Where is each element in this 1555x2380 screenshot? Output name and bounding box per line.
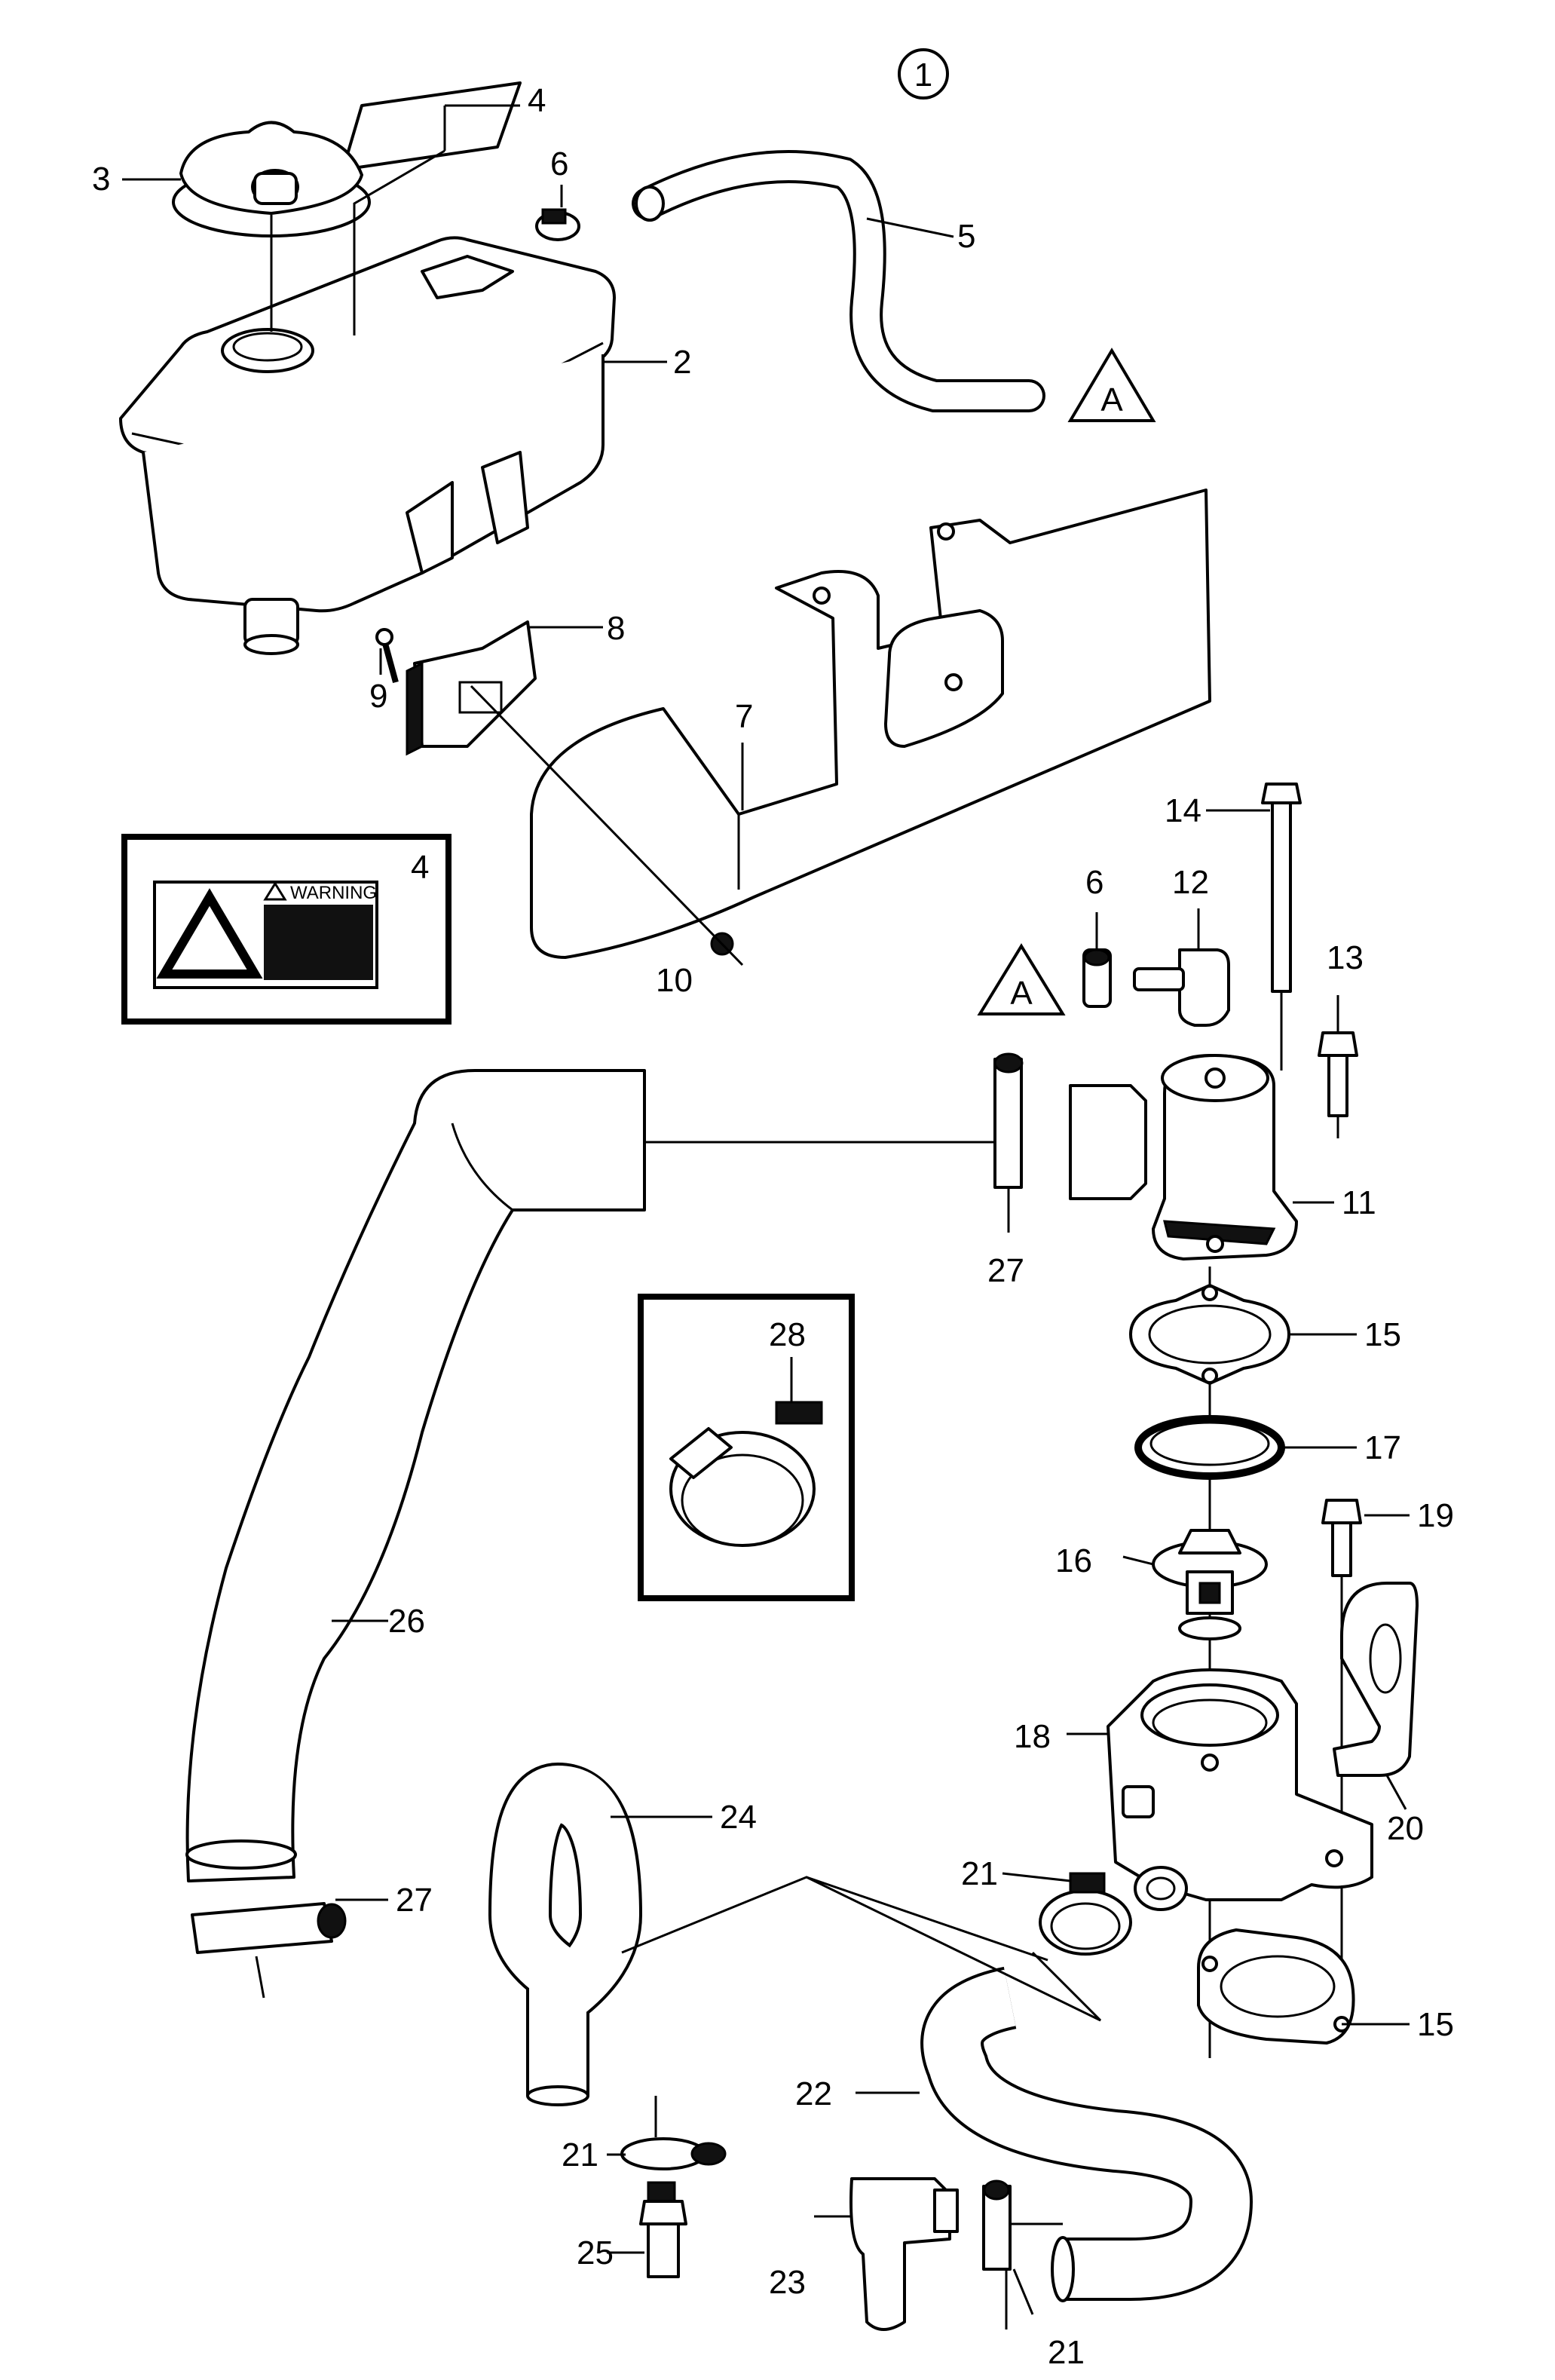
callout-27-mid: 27 (987, 1252, 1024, 1289)
callout-20: 20 (1387, 1810, 1424, 1847)
lifting-eye-bracket (1333, 1582, 1419, 1777)
hose-clamp-21-bottom (982, 2179, 1063, 2271)
callout-15-top: 15 (1364, 1316, 1401, 1353)
overflow-hose (632, 150, 1045, 412)
svg-text:4: 4 (411, 849, 429, 886)
small-hose-clamp-top (535, 208, 580, 241)
screw-9 (375, 628, 399, 684)
callout-numbers: 3 4 6 5 2 8 9 7 10 14 6 12 13 11 27 28 1… (92, 82, 1454, 2371)
callout-3: 3 (92, 161, 110, 198)
reference-marker-a-mid: A (977, 943, 1066, 1015)
callout-14: 14 (1165, 792, 1201, 829)
callout-24: 24 (720, 1799, 757, 1836)
callout-25: 25 (577, 2235, 614, 2271)
hose-clamp-inset (638, 1294, 855, 1601)
callout-22: 22 (795, 2075, 832, 2112)
callout-12: 12 (1172, 864, 1209, 901)
filler-cap (172, 121, 371, 237)
bolt-13 (1318, 1031, 1358, 1138)
callout-21-left: 21 (562, 2136, 598, 2173)
group-number-marker: 1 (898, 48, 949, 100)
svg-text:1: 1 (914, 57, 932, 93)
elbow-fitting-23 (849, 2177, 959, 2331)
small-hose-6 (1082, 948, 1112, 1008)
long-bolt-14 (1261, 783, 1302, 1071)
callout-5: 5 (957, 218, 975, 255)
callout-17: 17 (1364, 1429, 1401, 1466)
callout-9: 9 (369, 678, 387, 715)
callout-27-bottom: 27 (396, 1882, 433, 1919)
callout-19: 19 (1417, 1497, 1454, 1534)
sealing-ring-17 (1134, 1415, 1285, 1480)
threaded-nipple-25 (639, 2181, 687, 2278)
callout-11: 11 (1342, 1184, 1376, 1221)
callout-6-mid: 6 (1085, 864, 1103, 901)
callout-21-bottom: 21 (1048, 2334, 1085, 2371)
hose-clamp-27-mid (993, 1052, 1024, 1233)
callout-10: 10 (656, 962, 693, 999)
svg-text:A: A (1010, 975, 1033, 1012)
warning-label-panel: WARNING 4 (121, 834, 452, 1025)
callout-23: 23 (769, 2264, 806, 2301)
callout-18: 18 (1014, 1718, 1051, 1755)
callout-6-top: 6 (550, 145, 568, 182)
thermostat-housing-18 (1107, 1668, 1373, 1911)
reference-marker-a-top: A (1067, 348, 1156, 422)
callout-4: 4 (528, 82, 546, 119)
svg-text:A: A (1100, 381, 1123, 418)
gasket-15-top (1129, 1284, 1290, 1385)
callout-28: 28 (769, 1316, 806, 1353)
hose-clamp-21-right (1039, 1872, 1132, 1956)
callout-21-right: 21 (961, 1855, 998, 1892)
mounting-bracket (530, 489, 1211, 959)
thermostat-16 (1152, 1529, 1268, 1640)
u-bend-hose (488, 1762, 643, 2106)
s-bend-hose (920, 1966, 1253, 2302)
callout-15-bottom: 15 (1417, 2006, 1454, 2043)
large-coolant-hose (185, 1069, 646, 1882)
decal-label (341, 81, 522, 171)
hose-clamp-27-bottom (191, 1902, 347, 1999)
callout-2: 2 (673, 344, 691, 381)
callout-16: 16 (1055, 1542, 1092, 1579)
small-bracket (406, 620, 537, 756)
thermostat-housing-cover (1069, 1054, 1298, 1260)
nut-10 (470, 685, 744, 966)
callout-26: 26 (388, 1603, 425, 1640)
gasket-15-bottom (1197, 1928, 1355, 2045)
hose-clamp-21-left (620, 2096, 727, 2170)
callout-leaders (122, 104, 1410, 2329)
expansion-tank (119, 236, 616, 655)
elbow-fitting-12 (1133, 948, 1230, 1027)
callout-8: 8 (607, 610, 625, 647)
callout-13: 13 (1327, 939, 1364, 976)
callout-7: 7 (735, 698, 753, 735)
svg-text:WARNING: WARNING (290, 883, 377, 903)
